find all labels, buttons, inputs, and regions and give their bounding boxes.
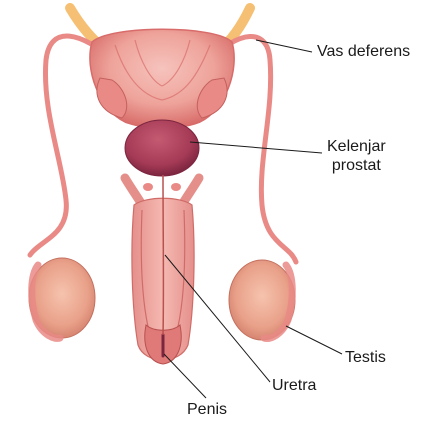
leader-prostate [190,142,322,153]
leader-penis [164,354,206,398]
label-testis: Testis [345,348,386,367]
leader-testis [286,326,342,354]
label-vas-deferens: Vas deferens [317,42,410,61]
label-prostate-line2: prostat [327,156,386,175]
label-prostate-gland: Kelenjar prostat [327,137,386,175]
label-penis: Penis [187,400,227,419]
prostate-gland [125,120,199,176]
label-prostate-line1: Kelenjar [327,137,386,156]
left-testis [29,258,95,338]
right-bulbourethral-gland [171,183,181,191]
label-urethra: Uretra [272,376,316,395]
right-testis [229,260,295,340]
left-bulbourethral-gland [143,183,153,191]
